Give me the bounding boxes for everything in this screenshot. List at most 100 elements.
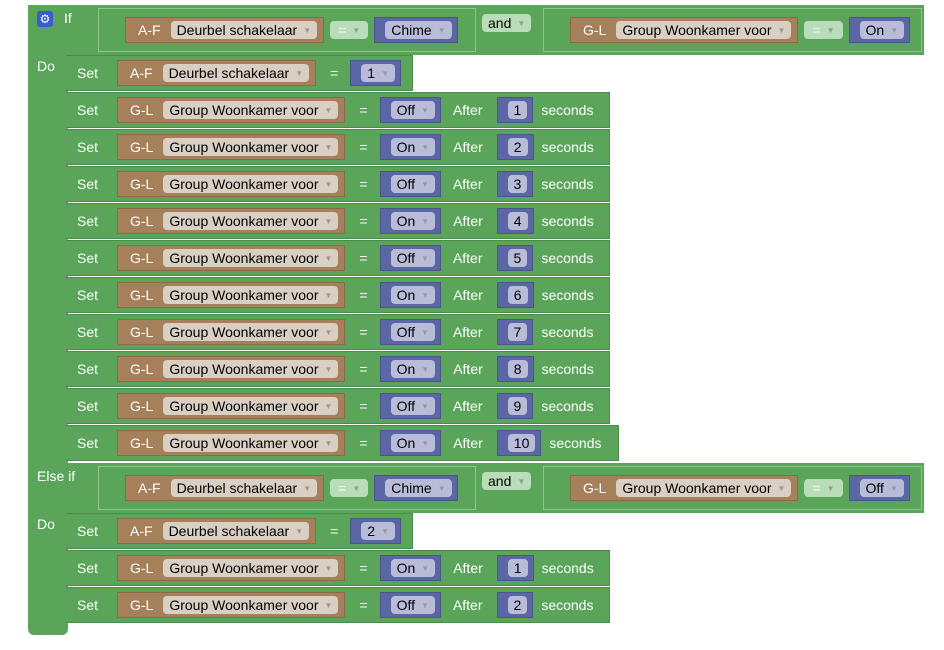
device-dropdown[interactable]: Group Woonkamer voor▼: [163, 360, 339, 378]
number-input[interactable]: 6: [507, 286, 528, 304]
device-dropdown[interactable]: Group Woonkamer voor▼: [163, 397, 339, 415]
number-input[interactable]: 1: [507, 559, 528, 577]
value-block[interactable]: 4: [496, 208, 534, 234]
value-block[interactable]: Off▼: [379, 245, 441, 271]
value-block[interactable]: 3: [496, 171, 534, 197]
value-dropdown[interactable]: On▼: [859, 21, 905, 39]
value-block[interactable]: 7: [496, 319, 534, 345]
number-input[interactable]: 4: [507, 212, 528, 230]
value-block[interactable]: On▼: [848, 17, 911, 43]
number-input[interactable]: 10: [507, 434, 536, 452]
device-dropdown[interactable]: Group Woonkamer voor▼: [163, 596, 339, 614]
device-dropdown[interactable]: Group Woonkamer voor▼: [163, 286, 339, 304]
value-block[interactable]: 1: [496, 555, 534, 581]
value-dropdown[interactable]: Off▼: [390, 101, 435, 119]
value-block[interactable]: Chime▼: [374, 475, 458, 501]
value-block[interactable]: On▼: [379, 134, 442, 160]
device-dropdown[interactable]: Deurbel schakelaar▼: [170, 479, 318, 497]
equals-dropdown[interactable]: =▼: [330, 21, 369, 39]
value-dropdown[interactable]: On▼: [390, 434, 436, 452]
value-block[interactable]: Off▼: [379, 319, 441, 345]
equals-dropdown[interactable]: =▼: [804, 479, 843, 497]
device-dropdown[interactable]: Group Woonkamer voor▼: [616, 21, 792, 39]
value-dropdown[interactable]: On▼: [390, 212, 436, 230]
device-dropdown[interactable]: Deurbel schakelaar▼: [170, 21, 318, 39]
number-input[interactable]: 9: [507, 397, 528, 415]
value-block[interactable]: 1▼: [350, 60, 402, 86]
value-block[interactable]: On▼: [379, 208, 442, 234]
number-input[interactable]: 2: [507, 596, 528, 614]
value-dropdown[interactable]: On▼: [390, 286, 436, 304]
value-dropdown[interactable]: Off▼: [390, 596, 435, 614]
value-dropdown[interactable]: On▼: [390, 138, 436, 156]
value-block[interactable]: Off▼: [379, 171, 441, 197]
device-dropdown[interactable]: Group Woonkamer voor▼: [163, 138, 339, 156]
value-block[interactable]: 2▼: [350, 518, 402, 544]
value-block[interactable]: Off▼: [379, 592, 441, 618]
value-block[interactable]: On▼: [379, 555, 442, 581]
value-dropdown[interactable]: On▼: [390, 360, 436, 378]
device-dropdown[interactable]: Group Woonkamer voor▼: [616, 479, 792, 497]
gear-icon[interactable]: ⚙: [37, 11, 53, 27]
value-dropdown[interactable]: Off▼: [859, 479, 904, 497]
value-dropdown[interactable]: Off▼: [390, 249, 435, 267]
value-block[interactable]: 8: [496, 356, 534, 382]
number-input[interactable]: 3: [507, 175, 528, 193]
device-dropdown[interactable]: Group Woonkamer voor▼: [163, 212, 339, 230]
value-dropdown[interactable]: Chime▼: [385, 479, 452, 497]
device-dropdown[interactable]: Group Woonkamer voor▼: [163, 101, 339, 119]
and-operator-dropdown[interactable]: and▼: [482, 472, 532, 490]
device-dropdown[interactable]: Deurbel schakelaar▼: [162, 64, 310, 82]
value-block[interactable]: 9: [496, 393, 534, 419]
if-block-spine[interactable]: [28, 5, 68, 635]
value-dropdown[interactable]: Off▼: [390, 323, 435, 341]
value-block[interactable]: On▼: [379, 356, 442, 382]
and-operator-dropdown[interactable]: and▼: [482, 14, 532, 32]
device-dropdown[interactable]: Deurbel schakelaar▼: [162, 522, 310, 540]
value-block[interactable]: 2: [496, 592, 534, 618]
value-block[interactable]: On▼: [379, 282, 442, 308]
device-dropdown[interactable]: Group Woonkamer voor▼: [163, 559, 339, 577]
value-dropdown[interactable]: 1▼: [361, 64, 396, 82]
value-dropdown[interactable]: On▼: [390, 559, 436, 577]
value-block[interactable]: 6: [496, 282, 534, 308]
equals-dropdown[interactable]: =▼: [804, 21, 843, 39]
value-block[interactable]: Chime▼: [374, 17, 458, 43]
value-block[interactable]: On▼: [379, 430, 442, 456]
value-dropdown[interactable]: Off▼: [390, 175, 435, 193]
device-dropdown[interactable]: Group Woonkamer voor▼: [163, 434, 339, 452]
value-dropdown[interactable]: Chime▼: [385, 21, 452, 39]
value-block[interactable]: Off▼: [379, 97, 441, 123]
value-block[interactable]: 2: [496, 134, 534, 160]
value-block[interactable]: 10: [496, 430, 542, 456]
number-input[interactable]: 8: [507, 360, 528, 378]
number-input[interactable]: 1: [507, 101, 528, 119]
value-block[interactable]: Off▼: [848, 475, 910, 501]
